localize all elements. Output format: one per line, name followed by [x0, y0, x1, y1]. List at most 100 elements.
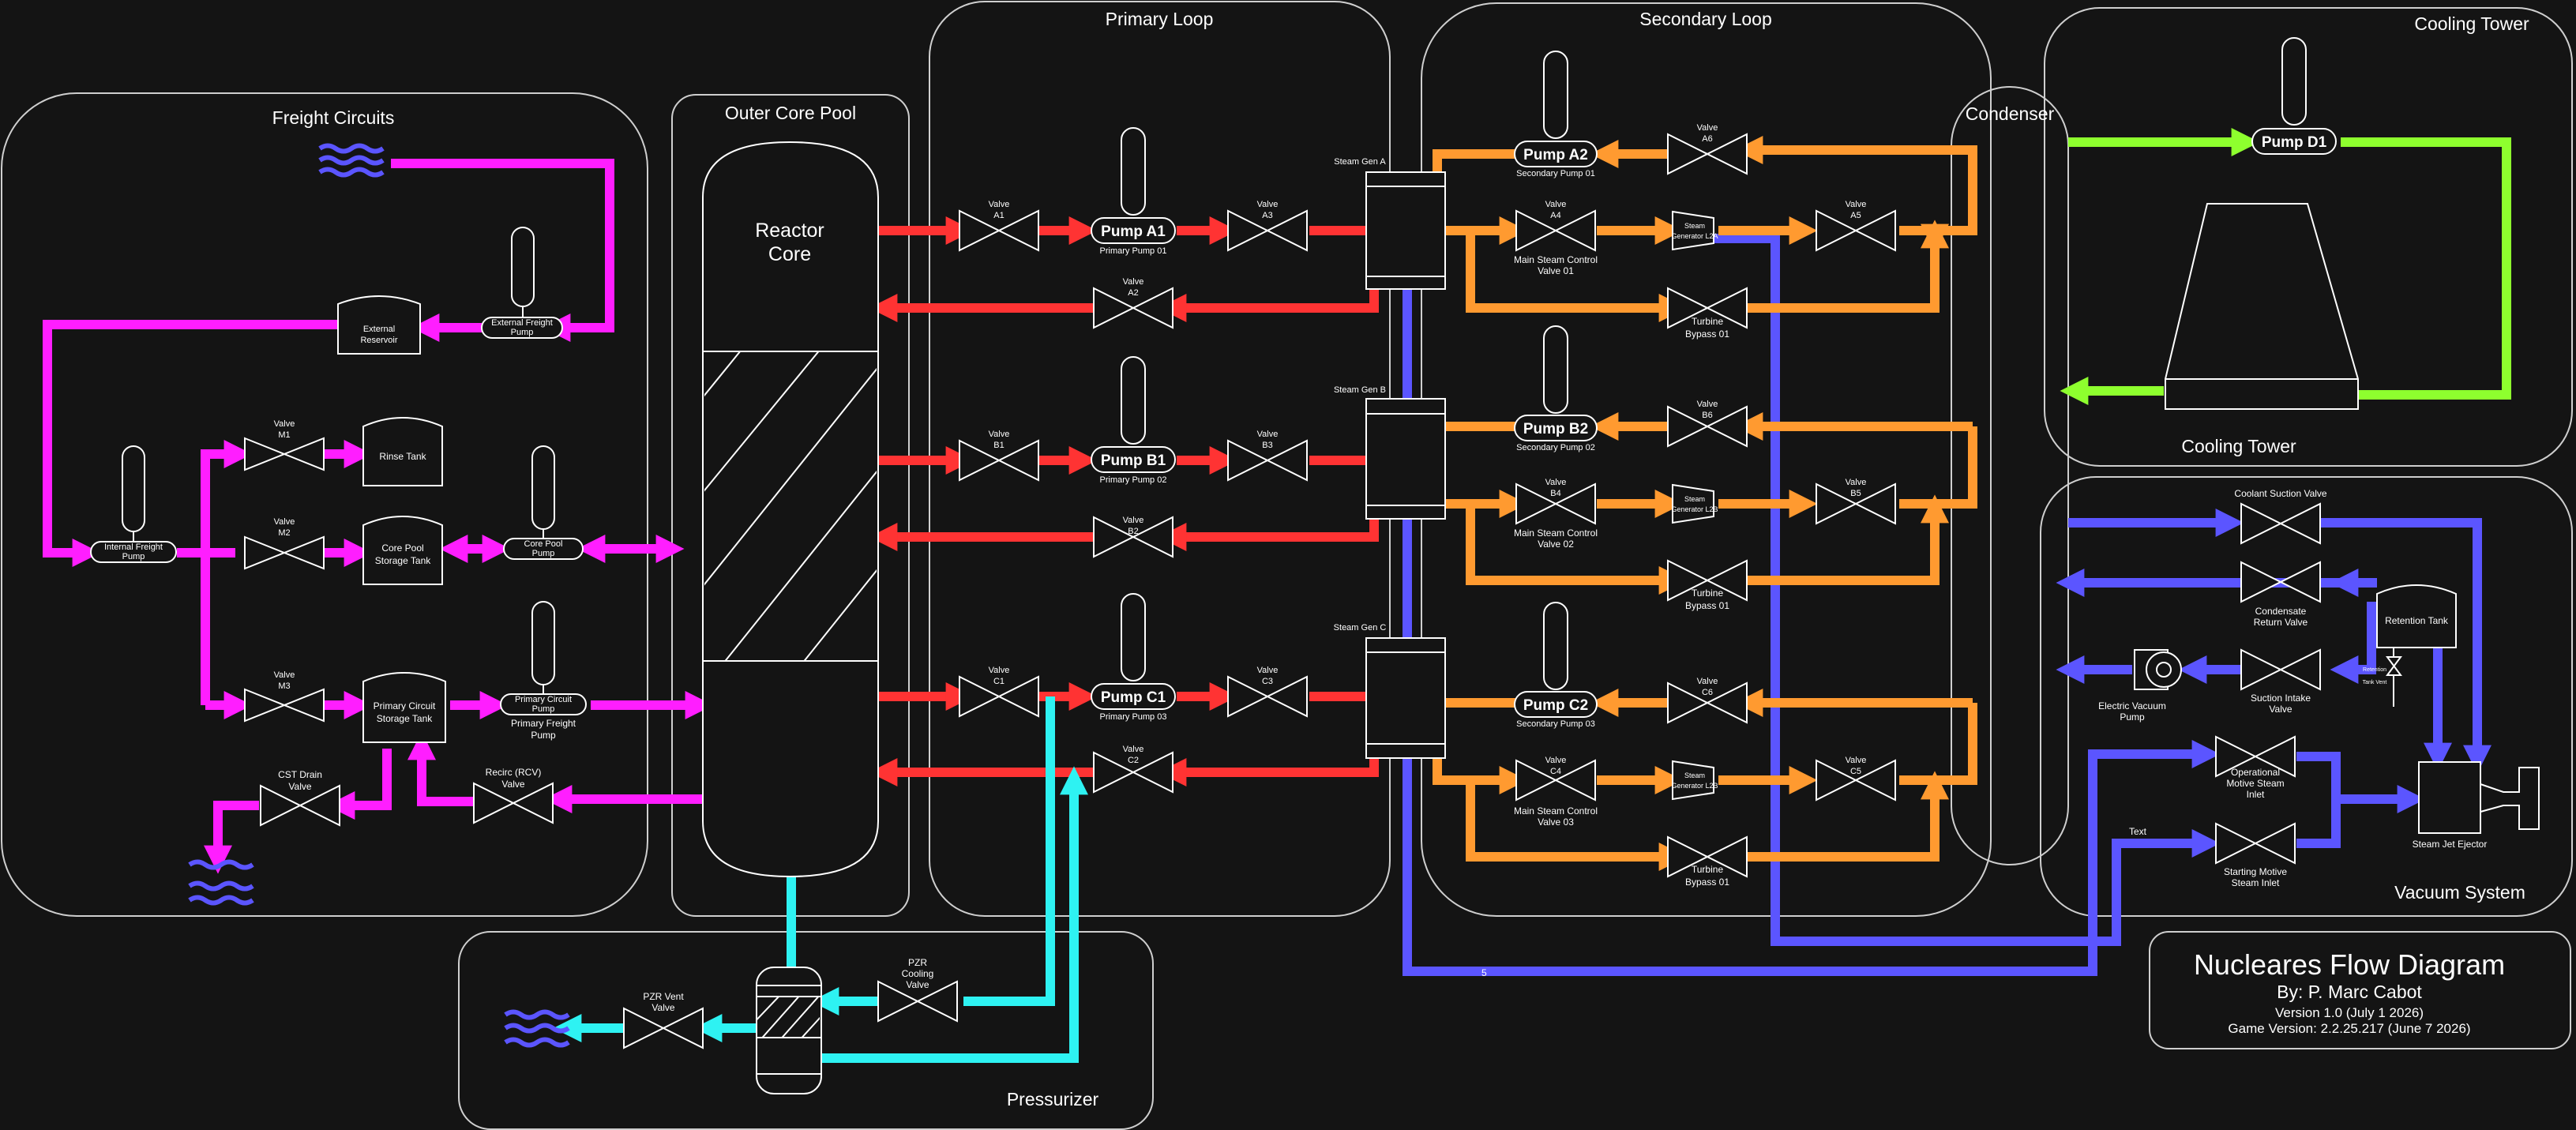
vacuum-pipe — [2296, 799, 2341, 848]
rinse-tank[interactable]: Rinse Tank — [362, 417, 443, 486]
recirc-valve[interactable]: Recirc (RCV) Valve — [473, 767, 554, 824]
valve-b6[interactable]: Valve B6 — [1667, 400, 1748, 448]
external-freight-pump[interactable]: External Freight Pump — [481, 227, 563, 339]
core-pool-pump[interactable]: Core Pool Pump — [503, 445, 584, 560]
valve-b3-label: B3 — [1262, 441, 1272, 450]
suction-intake-valve[interactable]: Suction Intake Valve — [2240, 648, 2321, 715]
valve-c2-label: C2 — [1128, 756, 1139, 765]
valve-b4-label: Valve — [1545, 478, 1567, 487]
pump-d1[interactable]: Pump D1 — [2251, 37, 2337, 155]
pzr-vent-valve[interactable]: PZR Vent Valve — [623, 991, 704, 1049]
valve-c4[interactable]: Valve C4 Main Steam Control Valve 03 — [1514, 756, 1598, 828]
pump-d1-label: Pump D1 — [2262, 134, 2327, 151]
cooling-equipment: Pump D1 — [2165, 37, 2359, 410]
pump-b1[interactable]: Pump B1 Primary Pump 02 — [1091, 356, 1176, 485]
turbine-c[interactable]: Steam Generator L2B — [1671, 760, 1718, 801]
pump-a1[interactable]: Pump A1 Primary Pump 01 — [1091, 127, 1176, 256]
operational-motive-label: Motive Steam — [2226, 778, 2284, 789]
valve-a4[interactable]: Valve A4 Main Steam Control Valve 01 — [1514, 200, 1598, 276]
pump-c1[interactable]: Pump C1 Primary Pump 03 — [1091, 593, 1176, 722]
pzr-cooling-valve[interactable]: PZR Cooling Valve — [877, 957, 958, 1023]
primary-pipe-row-b — [1158, 456, 1379, 551]
reactor-label: Core — [768, 243, 811, 265]
freight-pipe — [326, 749, 392, 820]
valve-b3[interactable]: Valve B3 — [1227, 430, 1308, 482]
core-pool-pump-label: Pump — [532, 549, 555, 558]
primary-freight-pump-label: Pump — [531, 730, 556, 741]
pressurizer-pipe — [963, 696, 1055, 1006]
condensate-return-valve[interactable]: Condensate Return Valve — [2240, 561, 2321, 628]
valve-a2[interactable]: Valve A2 — [1093, 277, 1173, 329]
valve-b2[interactable]: Valve B2 — [1093, 516, 1173, 558]
valve-c1[interactable]: Valve C1 — [959, 666, 1039, 718]
electric-vacuum-pump[interactable]: Electric Vacuum Pump — [2098, 649, 2182, 723]
valve-c6[interactable]: Valve C6 — [1667, 677, 1748, 724]
bypass-c[interactable]: Turbine Bypass 01 — [1667, 835, 1748, 888]
external-reservoir-label: Reservoir — [360, 336, 397, 345]
core-pool-storage-label: Core Pool — [381, 542, 423, 554]
cst-drain-valve-label: CST Drain — [278, 769, 322, 780]
valve-c2[interactable]: Valve C2 — [1093, 745, 1173, 794]
retention-tank[interactable]: Retention Tank — [2376, 584, 2457, 648]
external-reservoir[interactable]: External Reservoir — [337, 295, 421, 355]
primary-circuit-storage-label: Primary Circuit — [374, 700, 436, 711]
valve-c5[interactable]: Valve C5 — [1816, 756, 1896, 802]
pzr-vent-label: PZR Vent — [643, 991, 684, 1002]
primary-circuit-storage-tank[interactable]: Primary Circuit Storage Tank — [362, 672, 446, 743]
turbine-b[interactable]: Steam Generator L2B — [1671, 483, 1718, 524]
cooling-pipe — [2312, 137, 2511, 409]
vacuum-system-title: Vacuum System — [2394, 882, 2525, 903]
turbine-a[interactable]: Steam Generator L2A — [1671, 210, 1718, 251]
cst-drain-valve[interactable]: CST Drain Valve — [260, 769, 340, 827]
bypass-a[interactable]: Turbine Bypass 01 — [1667, 287, 1748, 340]
valve-c6-label: Valve — [1697, 677, 1718, 686]
valve-b4[interactable]: Valve B4 Main Steam Control Valve 02 — [1514, 478, 1598, 550]
valve-b1[interactable]: Valve B1 — [959, 430, 1039, 482]
pump-a2[interactable]: Pump A2 Secondary Pump 01 — [1514, 51, 1598, 178]
pump-c2[interactable]: Pump C2 Secondary Pump 03 — [1514, 602, 1598, 729]
diagram-version: Version 1.0 (July 1 2026) — [2275, 1005, 2424, 1020]
coolant-suction-valve[interactable]: Coolant Suction Valve — [2234, 488, 2327, 545]
valve-a3-label: A3 — [1262, 211, 1272, 220]
freight-pipe — [201, 440, 253, 705]
diagram-author: By: P. Marc Cabot — [2277, 982, 2422, 1002]
valve-a3[interactable]: Valve A3 — [1227, 200, 1308, 252]
valve-m3-label: M3 — [278, 681, 290, 691]
pump-b2[interactable]: Pump B2 Secondary Pump 02 — [1514, 325, 1598, 452]
cst-drain-valve-label: Valve — [288, 781, 311, 792]
valve-a6-label: Valve — [1697, 123, 1718, 133]
valve-m1[interactable]: Valve M1 — [244, 419, 325, 471]
core-pool-storage-tank[interactable]: Core Pool Storage Tank — [362, 516, 443, 585]
secondary-pipe-row-b — [1466, 504, 1688, 595]
valve-m2[interactable]: Valve M2 — [244, 517, 325, 570]
reactor-vessel — [702, 141, 879, 878]
steam-gen-b[interactable]: Steam Gen B — [1334, 385, 1446, 520]
freight-circuits-title: Freight Circuits — [272, 107, 395, 128]
valve-m3[interactable]: Valve M3 — [244, 670, 325, 723]
valve-c4-label: Valve — [1545, 756, 1567, 765]
freight-pipe — [43, 320, 338, 567]
valve-a1[interactable]: Valve A1 — [959, 200, 1039, 252]
retention-tank-vent-valve[interactable]: Retention Tank Vent — [2363, 648, 2402, 707]
valve-c4-label: C4 — [1550, 767, 1561, 776]
bypass-b[interactable]: Turbine Bypass 01 — [1667, 559, 1748, 611]
internal-freight-pump[interactable]: Internal Freight Pump — [90, 445, 177, 563]
steam-gen-a[interactable]: Steam Gen A — [1334, 157, 1446, 290]
valve-b3-label: Valve — [1257, 430, 1279, 439]
steam-gen-c[interactable]: Steam Gen C — [1334, 623, 1446, 759]
secondary-pipe-row-a — [1433, 149, 1528, 245]
valve-a1-label: Valve — [989, 200, 1010, 209]
operational-motive-steam-valve[interactable]: Operational Motive Steam Inlet — [2215, 735, 2296, 800]
valve-a5[interactable]: Valve A5 — [1816, 200, 1896, 252]
starting-motive-steam-valve[interactable]: Starting Motive Steam Inlet — [2215, 822, 2296, 888]
pressurizer-vessel[interactable] — [750, 967, 829, 1094]
valve-b5[interactable]: Valve B5 — [1816, 478, 1896, 525]
primary-circuit-pump[interactable]: Primary Circuit Pump Primary Freight Pum… — [500, 601, 587, 741]
pump-b2-sub: Secondary Pump 02 — [1516, 443, 1595, 452]
secondary-pipe-row-c — [1433, 698, 1528, 794]
retention-vent-label: Tank Vent — [2363, 680, 2387, 685]
valve-c3[interactable]: Valve C3 — [1227, 666, 1308, 718]
steam-jet-ejector[interactable]: Steam Jet Ejector — [2413, 761, 2540, 850]
valve-a6[interactable]: Valve A6 — [1667, 123, 1748, 175]
